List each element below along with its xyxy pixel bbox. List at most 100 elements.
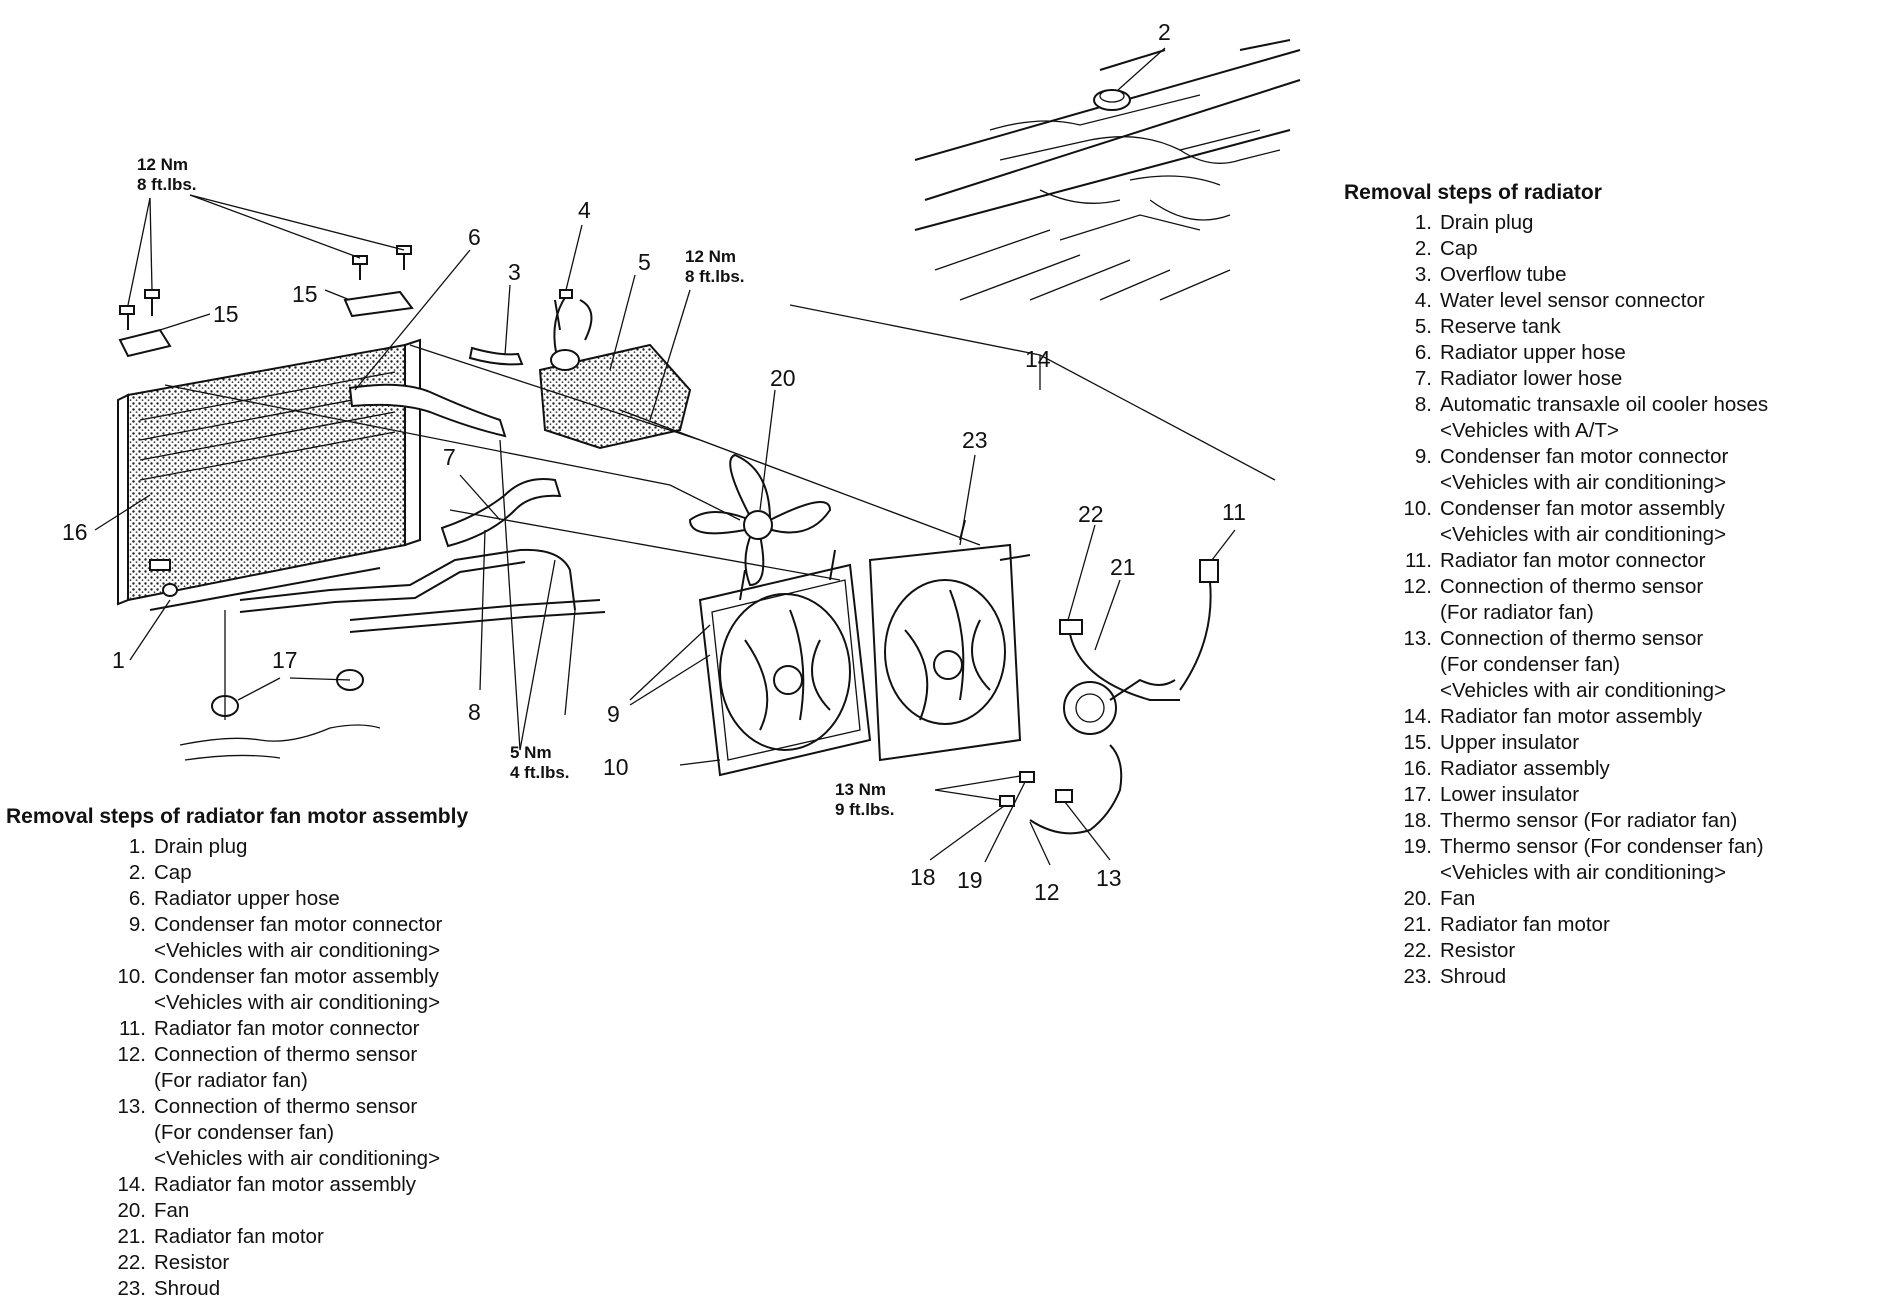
step-item: 2.Cap bbox=[102, 860, 566, 886]
step-number: 17. bbox=[1403, 783, 1433, 806]
step-text: Water level sensor connector bbox=[1440, 289, 1705, 312]
step-text: Condenser fan motor assembly bbox=[154, 965, 439, 988]
callout-15-left: 15 bbox=[213, 301, 239, 327]
step-item: 1.Drain plug bbox=[102, 834, 566, 860]
step-item: 13. Connection of thermo sensor bbox=[1388, 626, 1896, 652]
callout-19: 19 bbox=[957, 867, 983, 893]
callout-18: 18 bbox=[910, 864, 936, 890]
step-item: 22.Resistor bbox=[1388, 938, 1896, 964]
step-text: Thermo sensor (For condenser fan) bbox=[1440, 835, 1764, 858]
step-number: 22. bbox=[1403, 939, 1433, 962]
step-item: 9. Condenser fan motor connector bbox=[102, 912, 566, 938]
radiator-fan-motor-connector bbox=[1179, 559, 1219, 691]
leader-lines bbox=[164, 304, 1276, 581]
step-item: 14.Radiator fan motor assembly bbox=[1388, 704, 1896, 730]
step-number: 20. bbox=[1403, 887, 1433, 910]
step-item: 2.Cap bbox=[1388, 236, 1896, 262]
step-item: 22. Resistor bbox=[102, 1250, 566, 1276]
callout-20: 20 bbox=[770, 365, 796, 391]
callout-2: 2 bbox=[1158, 19, 1171, 45]
callout-17: 17 bbox=[272, 647, 298, 673]
step-text: Radiator upper hose bbox=[154, 887, 340, 910]
callout-22: 22 bbox=[1078, 501, 1104, 527]
radiator-fan-shroud bbox=[698, 549, 872, 777]
step-subtext: <Vehicles with air conditioning> bbox=[154, 1147, 441, 1170]
callout-leaders bbox=[94, 47, 1236, 866]
callout-8: 8 bbox=[468, 699, 481, 725]
step-subtext: <Vehicles with air conditioning> bbox=[154, 991, 441, 1014]
step-subtext: <Vehicles with air conditioning> bbox=[1440, 471, 1727, 494]
step-item: 6.Radiator upper hose bbox=[102, 886, 566, 912]
step-item: 12.Connection of thermo sensor bbox=[1388, 574, 1896, 600]
step-number: 9. bbox=[1414, 445, 1432, 468]
torque-3-ftlbs: 4 ft.lbs. bbox=[510, 763, 570, 782]
torque-1-nm: 12 Nm bbox=[137, 155, 188, 174]
step-item: 11.Radiator fan motor connector bbox=[102, 1016, 566, 1042]
step-number: 12. bbox=[1403, 575, 1433, 598]
step-item: 13. Connection of thermo sensor bbox=[102, 1094, 566, 1120]
step-text: Radiator fan motor assembly bbox=[154, 1173, 417, 1196]
step-item: 20.Fan bbox=[102, 1198, 566, 1224]
step-number: 22. bbox=[117, 1251, 147, 1274]
radiator-cap-on-engine bbox=[1093, 89, 1131, 111]
step-number: 23. bbox=[117, 1277, 147, 1300]
step-text: Condenser fan motor connector bbox=[1440, 445, 1729, 468]
step-item: 7.Radiator lower hose bbox=[1388, 366, 1896, 392]
torque-3-nm: 5 Nm bbox=[510, 743, 552, 762]
callout-21: 21 bbox=[1110, 554, 1136, 580]
step-number: 15. bbox=[1403, 731, 1433, 754]
step-subtext: <Vehicles with air conditioning> bbox=[154, 939, 441, 962]
callout-23: 23 bbox=[962, 427, 988, 453]
step-subtext: (For condenser fan) bbox=[1440, 653, 1621, 676]
fan-motor-removal-steps: Removal steps of radiator fan motor asse… bbox=[6, 804, 566, 1302]
step-text: Resistor bbox=[154, 1251, 230, 1274]
step-text: Overflow tube bbox=[1440, 263, 1567, 286]
step-subtext: <Vehicles with air conditioning> bbox=[1440, 679, 1727, 702]
step-number: 4. bbox=[1414, 289, 1432, 312]
step-number: 13. bbox=[117, 1095, 147, 1118]
thermo-sensors bbox=[999, 744, 1123, 835]
step-item: 12.Connection of thermo sensor bbox=[102, 1042, 566, 1068]
step-text: Fan bbox=[1440, 887, 1476, 910]
reserve-tank bbox=[538, 299, 692, 450]
callout-numbers: 1 2 3 4 5 6 7 8 9 10 11 12 13 14 15 15 1… bbox=[62, 19, 1246, 905]
callout-5: 5 bbox=[638, 249, 651, 275]
step-item: 11.Radiator fan motor connector bbox=[1388, 548, 1896, 574]
overflow-tube bbox=[468, 346, 524, 366]
step-text: Automatic transaxle oil cooler hoses bbox=[1440, 393, 1769, 416]
step-text: Condenser fan motor assembly bbox=[1440, 497, 1725, 520]
step-subtext: <Vehicles with A/T> bbox=[1440, 419, 1619, 442]
mounting-bolts bbox=[119, 245, 412, 330]
step-item: 21.Radiator fan motor bbox=[1388, 912, 1896, 938]
step-number: 9. bbox=[128, 913, 146, 936]
step-number: 2. bbox=[128, 861, 146, 884]
step-number: 13. bbox=[1403, 627, 1433, 650]
step-text: Condenser fan motor connector bbox=[154, 913, 443, 936]
step-text: Radiator fan motor connector bbox=[154, 1017, 420, 1040]
step-text: Radiator fan motor bbox=[154, 1225, 324, 1248]
fan bbox=[688, 453, 832, 587]
step-text: Thermo sensor (For radiator fan) bbox=[1440, 809, 1738, 832]
step-item: 10.Condenser fan motor assembly bbox=[102, 964, 566, 990]
callout-10: 10 bbox=[603, 754, 629, 780]
callout-14: 14 bbox=[1025, 346, 1051, 372]
step-text: Radiator fan motor assembly bbox=[1440, 705, 1703, 728]
fan-motor-removal-title: Removal steps of radiator fan motor asse… bbox=[6, 805, 469, 828]
step-text: Connection of thermo sensor bbox=[1440, 627, 1704, 650]
condenser-fan-shroud bbox=[868, 519, 1031, 762]
upper-insulator-right bbox=[343, 290, 414, 318]
callout-3: 3 bbox=[508, 259, 521, 285]
step-subtext: (For condenser fan) bbox=[154, 1121, 335, 1144]
step-item: 15.Upper insulator bbox=[1388, 730, 1896, 756]
torque-4-ftlbs: 9 ft.lbs. bbox=[835, 800, 895, 819]
resistor bbox=[1059, 619, 1180, 701]
step-item: 8.Automatic transaxle oil cooler hoses bbox=[1388, 392, 1896, 418]
step-item: 3.Overflow tube bbox=[1388, 262, 1896, 288]
step-text: Connection of thermo sensor bbox=[154, 1095, 418, 1118]
step-text: Radiator assembly bbox=[1440, 757, 1610, 780]
step-number: 18. bbox=[1403, 809, 1433, 832]
lower-insulator bbox=[179, 669, 381, 761]
step-item: 19.Thermo sensor (For condenser fan) bbox=[1388, 834, 1896, 860]
